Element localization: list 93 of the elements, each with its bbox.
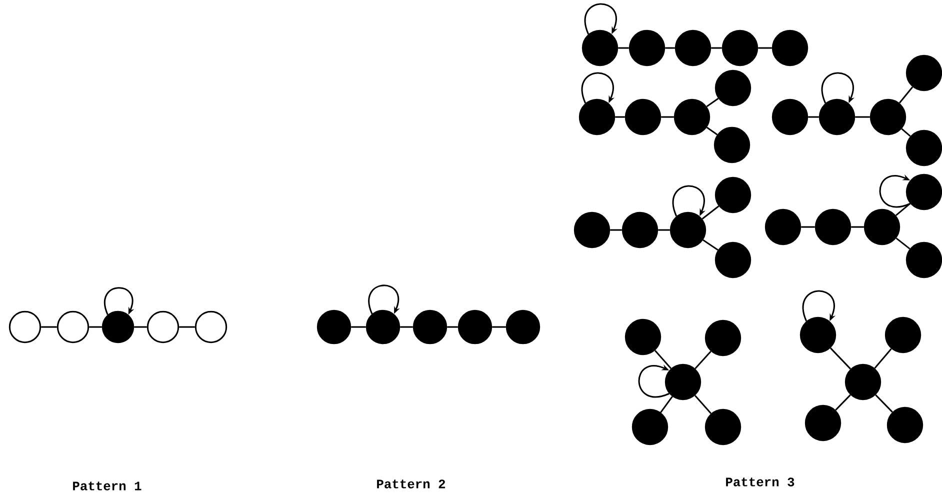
connector-line	[855, 116, 870, 118]
self-loop-arrow	[581, 72, 614, 104]
connector-line	[808, 116, 819, 118]
circle	[194, 310, 228, 344]
connector-line	[896, 238, 910, 250]
connector-line	[801, 226, 815, 228]
filled-circle	[764, 208, 802, 246]
connector-line	[835, 394, 851, 411]
pattern-label: Pattern 3	[726, 478, 794, 486]
filled-circle	[772, 30, 808, 66]
connector-line	[492, 326, 506, 328]
filled-circle	[714, 126, 750, 164]
filled-circle	[906, 242, 942, 278]
connector-line	[694, 350, 712, 370]
circle	[146, 310, 180, 344]
filled-circle	[884, 316, 922, 354]
pattern-label: Pattern 1	[73, 482, 142, 490]
connector-line	[618, 47, 629, 49]
self-loop-arrow	[638, 364, 670, 398]
filled-circle	[624, 98, 662, 136]
connector-line	[351, 326, 366, 328]
connector-line	[660, 396, 673, 413]
self-loop-arrow	[584, 3, 618, 34]
self-loop-arrow	[821, 72, 854, 104]
connector-line	[901, 128, 911, 137]
connector-line	[400, 326, 413, 328]
filled-circle	[366, 310, 400, 344]
filled-circle	[628, 30, 666, 66]
filled-circle	[412, 310, 448, 344]
filled-circle	[844, 364, 882, 400]
connector-line	[179, 326, 195, 328]
filled-circle	[102, 310, 134, 344]
filled-circle	[804, 404, 842, 442]
filled-circle	[582, 30, 618, 66]
connector-line	[41, 326, 57, 328]
filled-circle	[506, 310, 540, 344]
filled-circle	[714, 242, 752, 278]
connector-line	[694, 395, 712, 414]
filled-circle	[670, 212, 706, 248]
connector-line	[758, 47, 772, 49]
connector-line	[702, 239, 718, 251]
connector-line	[702, 206, 720, 220]
filled-circle	[864, 208, 900, 246]
self-loop-arrow	[672, 185, 706, 216]
filled-circle	[704, 408, 742, 446]
connector-line	[134, 326, 147, 328]
connector-line	[615, 116, 625, 118]
filled-circle	[870, 98, 906, 136]
connector-line	[661, 116, 674, 118]
self-loop-arrow	[104, 287, 134, 315]
filled-circle	[800, 316, 836, 354]
filled-circle	[574, 212, 610, 248]
filled-circle	[906, 130, 942, 166]
filled-circle	[818, 98, 856, 136]
filled-circle	[622, 212, 658, 248]
filled-circle	[624, 318, 662, 356]
connector-line	[898, 86, 914, 104]
connector-line	[658, 229, 670, 231]
filled-circle	[714, 176, 752, 214]
filled-circle	[674, 98, 710, 136]
connector-line	[665, 47, 675, 49]
filled-circle	[906, 174, 942, 210]
self-loop-arrow	[368, 284, 400, 314]
connector-line	[610, 229, 622, 231]
connector-line	[706, 126, 718, 136]
connector-line	[895, 203, 911, 216]
connector-line	[654, 350, 672, 369]
connector-line	[874, 348, 892, 369]
filled-circle	[814, 208, 852, 246]
connector-line	[706, 98, 719, 108]
filled-circle	[722, 30, 758, 66]
filled-circle	[704, 320, 742, 356]
filled-circle	[632, 408, 668, 446]
filled-circle	[316, 310, 352, 344]
filled-circle	[906, 54, 942, 92]
circle	[56, 310, 90, 344]
filled-circle	[458, 310, 492, 344]
filled-circle	[674, 30, 712, 66]
filled-circle	[886, 406, 924, 444]
filled-circle	[772, 98, 808, 136]
pattern-label: Pattern 2	[377, 480, 446, 488]
filled-circle	[664, 364, 702, 400]
connector-line	[89, 326, 102, 328]
connector-line	[875, 394, 893, 413]
self-loop-arrow	[802, 290, 836, 322]
connector-line	[711, 47, 722, 49]
filled-circle	[714, 70, 752, 106]
self-loop-arrow	[879, 174, 910, 208]
connector-line	[851, 226, 864, 228]
connector-line	[830, 348, 852, 370]
filled-circle	[578, 98, 616, 136]
connector-line	[447, 326, 458, 328]
circle	[8, 310, 42, 344]
